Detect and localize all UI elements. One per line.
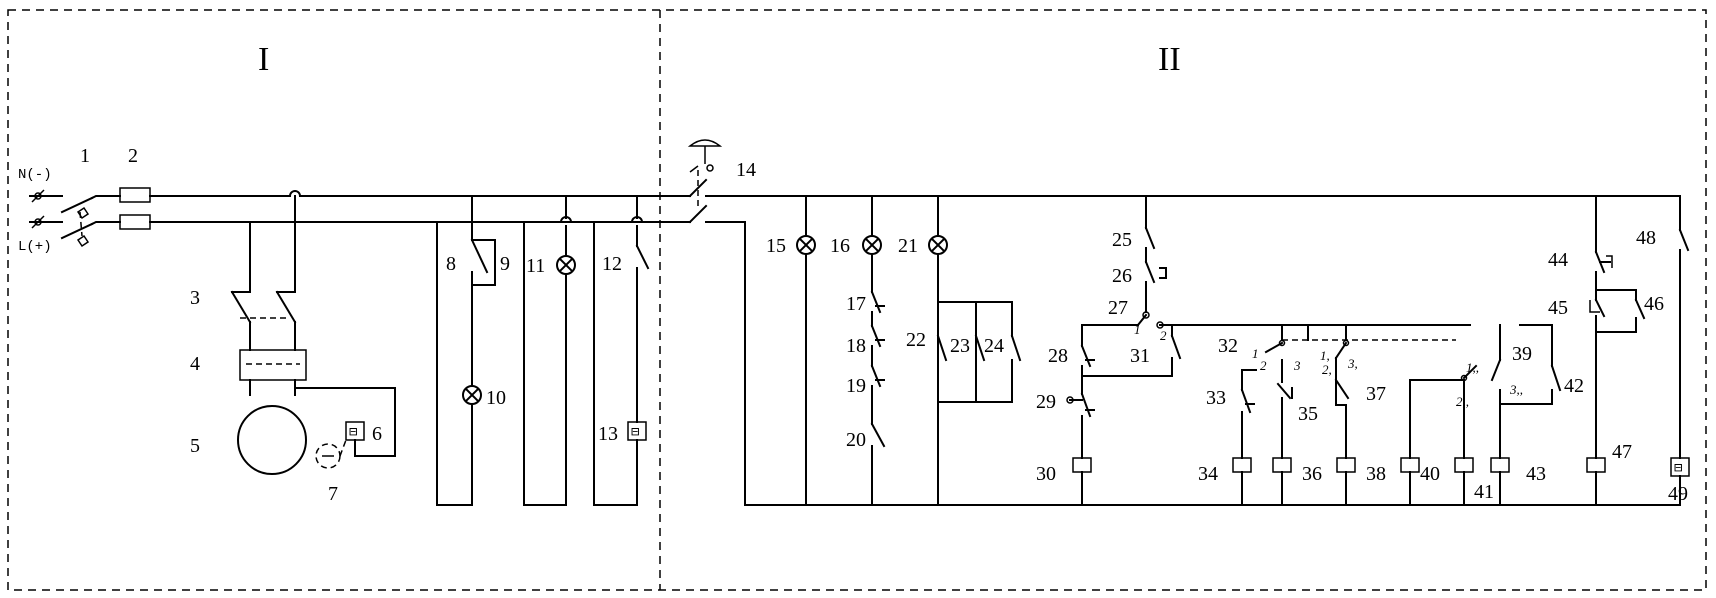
label-48: 48 [1636, 227, 1656, 249]
bus-neutral [90, 190, 656, 200]
label-46: 46 [1644, 293, 1664, 315]
lamp-16-chain [862, 195, 886, 506]
motor-branch [230, 195, 297, 351]
label-11: 11 [526, 255, 545, 277]
section-label-left: I [258, 41, 269, 78]
label-34: 34 [1198, 463, 1218, 485]
label-18: 18 [846, 335, 866, 357]
label-38: 38 [1366, 463, 1386, 485]
motor-5 [237, 387, 396, 475]
label-27: 27 [1108, 297, 1128, 319]
label-23: 23 [950, 335, 970, 357]
branch-39-43 [1400, 324, 1562, 506]
label-9: 9 [500, 253, 510, 275]
pos-32-2: 2 [1260, 358, 1267, 373]
label-12: 12 [602, 253, 622, 275]
label-5: 5 [190, 435, 200, 457]
thermostat-6: ⊟ [345, 421, 366, 457]
label-19: 19 [846, 375, 866, 397]
branch-12-13: ⊟ [593, 195, 650, 506]
fuse-2 [119, 187, 151, 230]
label-35: 35 [1298, 403, 1318, 425]
label-15: 15 [766, 235, 786, 257]
label-3: 3 [190, 287, 200, 309]
pos-39-1: 1,, [1466, 360, 1479, 375]
label-29: 29 [1036, 391, 1056, 413]
label-2: 2 [128, 145, 138, 167]
label-22: 22 [906, 329, 926, 351]
terminal-live [29, 215, 57, 229]
label-45: 45 [1548, 297, 1568, 319]
label-47: 47 [1612, 441, 1632, 463]
label-14: 14 [736, 159, 756, 181]
pos-27-2: 2 [1160, 328, 1167, 343]
pos-37-1: 1, [1320, 348, 1330, 363]
label-8: 8 [446, 253, 456, 275]
label-33: 33 [1206, 387, 1226, 409]
label-30: 30 [1036, 463, 1056, 485]
label-39: 39 [1512, 343, 1532, 365]
pos-37-2: 2, [1322, 362, 1332, 377]
label-26: 26 [1112, 265, 1132, 287]
label-13: 13 [598, 423, 618, 445]
label-43: 43 [1526, 463, 1546, 485]
label-21: 21 [898, 235, 918, 257]
label-17: 17 [846, 293, 866, 315]
label-40: 40 [1420, 463, 1440, 485]
label-37: 37 [1366, 383, 1386, 405]
outer-border [7, 9, 1707, 591]
pos-37-3: 3, [1347, 356, 1358, 371]
emergency-stop-14 [654, 139, 1681, 506]
pos-32-3: 3 [1293, 358, 1301, 373]
label-25: 25 [1112, 229, 1132, 251]
label-10: 10 [486, 387, 506, 409]
branch-48-49: ⊟ [1670, 195, 1690, 506]
label-36: 36 [1302, 463, 1322, 485]
label-24: 24 [984, 335, 1004, 357]
lamp-21-chain [928, 195, 1022, 506]
label-44: 44 [1548, 249, 1568, 271]
svg-text:⊟: ⊟ [631, 425, 640, 441]
label-32: 32 [1218, 335, 1238, 357]
label-41: 41 [1474, 481, 1494, 503]
label-16: 16 [830, 235, 850, 257]
terminal-label-neutral: N(-) [18, 167, 52, 183]
section-label-right: II [1158, 41, 1181, 78]
label-1: 1 [80, 145, 90, 167]
label-7: 7 [328, 483, 338, 505]
branch-32-38 [1232, 324, 1456, 506]
lamp-15 [796, 195, 816, 506]
label-49: 49 [1668, 483, 1688, 505]
terminal-label-live: L(+) [18, 239, 52, 255]
pos-39-2: 2,, [1456, 394, 1469, 409]
label-28: 28 [1048, 345, 1068, 367]
main-switch-1 [55, 195, 94, 248]
label-31: 31 [1130, 345, 1150, 367]
svg-text:⊟: ⊟ [349, 425, 358, 441]
branch-8-9-10 [436, 195, 496, 506]
label-42: 42 [1564, 375, 1584, 397]
label-6: 6 [372, 423, 382, 445]
branch-11 [523, 195, 576, 506]
svg-text:⊟: ⊟ [1674, 461, 1683, 477]
sensor-7 [315, 439, 347, 469]
pos-39-3: 3,, [1509, 382, 1523, 397]
pos-27-1: 1 [1134, 322, 1141, 337]
label-20: 20 [846, 429, 866, 451]
branch-44-47 [1586, 195, 1646, 506]
label-4: 4 [190, 353, 200, 375]
terminal-neutral [29, 189, 57, 203]
pos-32-1: 1 [1252, 346, 1259, 361]
branch-25-31 [1066, 195, 1471, 506]
